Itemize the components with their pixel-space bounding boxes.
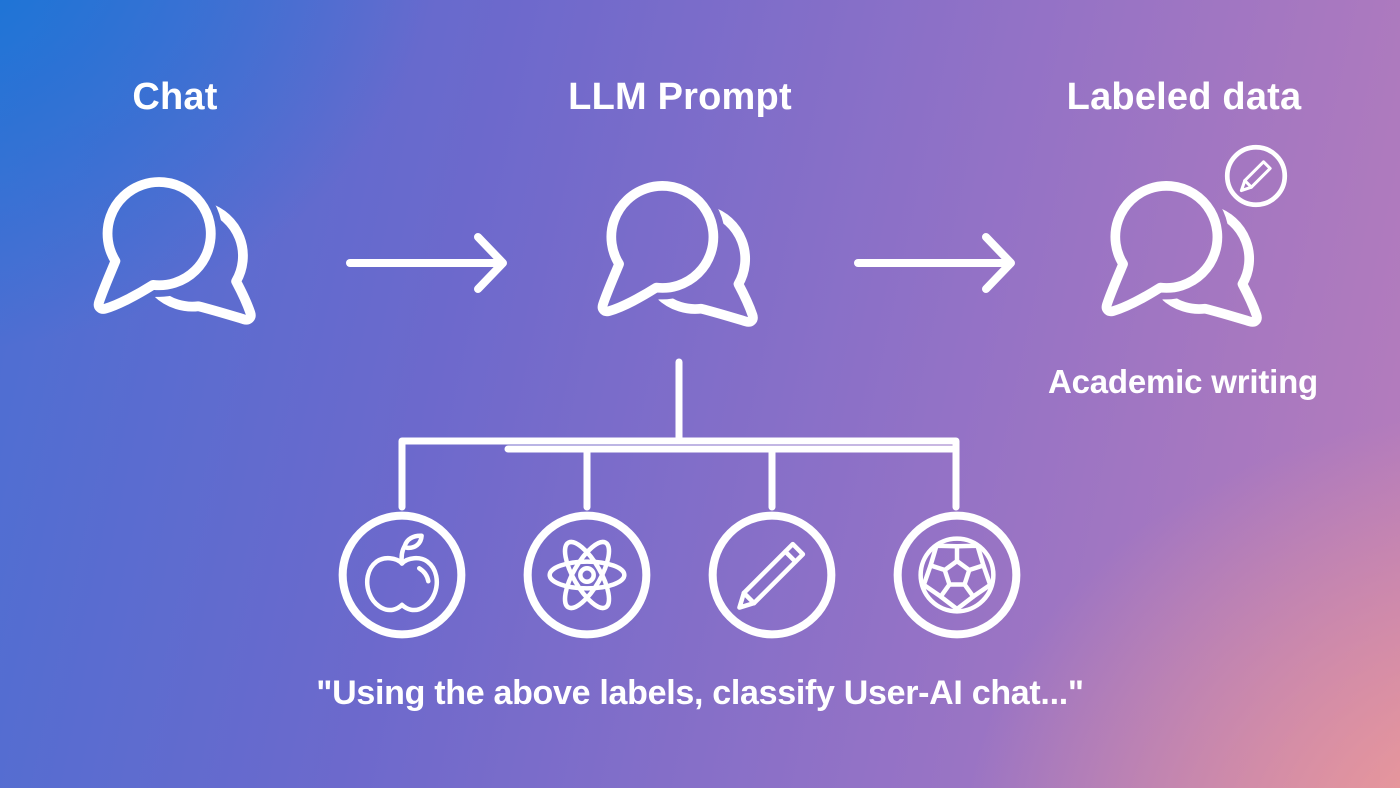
stage-label-chat: Chat: [132, 76, 218, 118]
soccer-ball-icon: [893, 511, 1021, 639]
prompt-caption: "Using the above labels, classify User-A…: [316, 674, 1084, 712]
stage-label-llm-prompt: LLM Prompt: [568, 76, 792, 118]
arrow-right-icon: [346, 233, 507, 293]
arrow-right-icon: [854, 233, 1015, 293]
pencil-badge-icon: [1224, 144, 1288, 208]
result-label-academic-writing: Academic writing: [1047, 363, 1319, 400]
stage-label-labeled-data: Labeled data: [1066, 76, 1302, 118]
tree-connector: [398, 358, 960, 511]
chat-bubbles-icon: [88, 166, 266, 344]
apple-icon: [338, 511, 466, 639]
atom-icon: [523, 511, 651, 639]
chat-bubbles-icon: [592, 170, 768, 346]
pencil-icon: [708, 511, 836, 639]
